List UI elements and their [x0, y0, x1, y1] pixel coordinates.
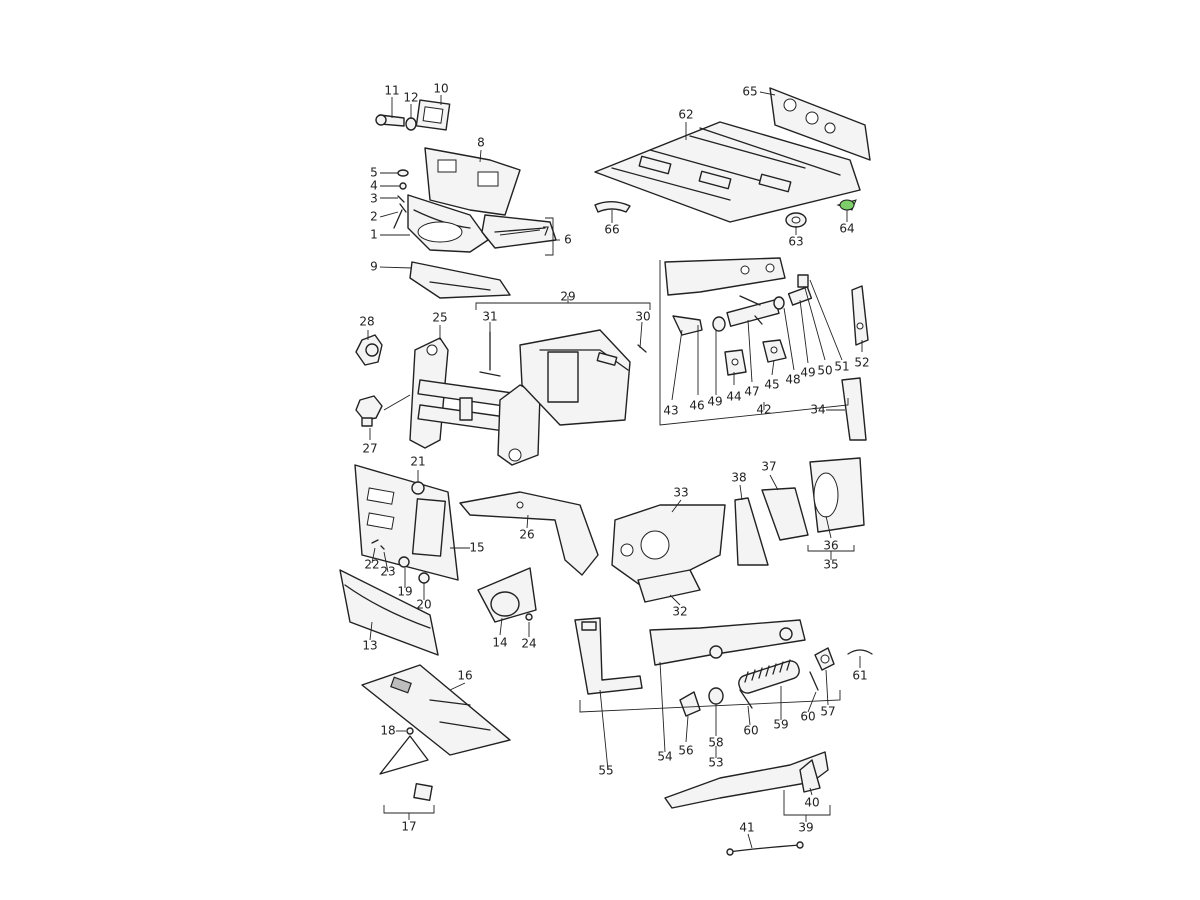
floor-pan-assembly — [594, 87, 871, 228]
callout-42: 42 — [756, 403, 771, 417]
callout-19: 19 — [397, 585, 412, 599]
callout-3: 3 — [370, 192, 378, 206]
callout-10: 10 — [433, 82, 448, 96]
callout-12: 12 — [403, 91, 418, 105]
callout-60b: 60 — [800, 710, 815, 724]
callout-9: 9 — [370, 260, 378, 274]
callout-37: 37 — [761, 460, 776, 474]
callout-34: 34 — [810, 403, 825, 417]
callout-55: 55 — [598, 764, 613, 778]
callout-38: 38 — [731, 471, 746, 485]
callout-62: 62 — [678, 108, 693, 122]
wheel-housing-assembly — [611, 457, 865, 603]
callout-leaders-13-24 — [369, 470, 530, 641]
callout-39: 39 — [798, 821, 813, 835]
callout-65: 65 — [742, 85, 757, 99]
callout-40: 40 — [804, 796, 819, 810]
callout-45: 45 — [764, 378, 779, 392]
callout-23: 23 — [380, 565, 395, 579]
callout-31: 31 — [482, 310, 497, 324]
callout-51: 51 — [834, 360, 849, 374]
callout-22: 22 — [364, 558, 379, 572]
callout-20: 20 — [416, 598, 431, 612]
callout-8: 8 — [477, 136, 485, 150]
callout-14: 14 — [492, 636, 507, 650]
callout-54: 54 — [657, 750, 672, 764]
callout-leaders-42-52 — [659, 260, 863, 426]
callout-17: 17 — [401, 820, 416, 834]
callout-52: 52 — [854, 356, 869, 370]
callout-66: 66 — [604, 223, 619, 237]
callout-49a: 49 — [707, 395, 722, 409]
callout-58: 58 — [708, 736, 723, 750]
callout-leaders-32-38 — [669, 474, 855, 606]
callout-33: 33 — [673, 486, 688, 500]
front-panel-assembly — [375, 99, 557, 299]
callout-53: 53 — [708, 756, 723, 770]
callout-28: 28 — [359, 315, 374, 329]
callout-5: 5 — [370, 166, 378, 180]
callout-2: 2 — [370, 210, 378, 224]
floor-plate-assembly — [361, 664, 511, 801]
callout-56: 56 — [678, 744, 693, 758]
callout-35: 35 — [823, 558, 838, 572]
callout-labels: 1 2 3 4 5 6 7 8 9 10 11 12 13 14 15 16 1… — [359, 82, 869, 835]
callout-7: 7 — [542, 225, 550, 239]
callout-48: 48 — [785, 373, 800, 387]
callout-leaders-16-18 — [383, 682, 466, 820]
callout-leaders-62-66 — [611, 91, 848, 235]
axle-carrier-assembly — [355, 329, 647, 466]
callout-11: 11 — [384, 84, 399, 98]
callout-25: 25 — [432, 311, 447, 325]
callout-60a: 60 — [743, 724, 758, 738]
callout-59: 59 — [773, 718, 788, 732]
callout-64: 64 — [839, 222, 854, 236]
callout-46: 46 — [689, 399, 704, 413]
callout-21: 21 — [410, 455, 425, 469]
callout-47: 47 — [744, 385, 759, 399]
callout-30: 30 — [635, 310, 650, 324]
callout-41: 41 — [739, 821, 754, 835]
callout-27: 27 — [362, 442, 377, 456]
callout-63: 63 — [788, 235, 803, 249]
callout-57: 57 — [820, 705, 835, 719]
callout-leaders-1-12 — [379, 95, 560, 269]
sill-assembly — [664, 751, 829, 856]
callout-36: 36 — [823, 539, 838, 553]
callout-49b: 49 — [800, 366, 815, 380]
steering-panel-assembly — [664, 257, 869, 441]
callout-50: 50 — [817, 364, 832, 378]
callout-15: 15 — [469, 541, 484, 555]
front-wall-assembly — [339, 464, 599, 656]
callout-16: 16 — [457, 669, 472, 683]
callout-leaders-39-41 — [747, 787, 831, 849]
callout-4: 4 — [370, 179, 378, 193]
callout-61: 61 — [852, 669, 867, 683]
callout-32: 32 — [672, 605, 687, 619]
callout-18: 18 — [380, 724, 395, 738]
callout-26: 26 — [519, 528, 534, 542]
callout-44: 44 — [726, 390, 741, 404]
side-member-assembly — [574, 617, 873, 717]
callout-29: 29 — [560, 290, 575, 304]
callout-leaders-53-61 — [579, 656, 861, 771]
callout-43: 43 — [663, 404, 678, 418]
callout-leaders-25-31 — [367, 296, 651, 440]
callout-13: 13 — [362, 639, 377, 653]
callout-1: 1 — [370, 228, 378, 242]
callout-6: 6 — [564, 233, 572, 247]
callout-24: 24 — [521, 637, 536, 651]
